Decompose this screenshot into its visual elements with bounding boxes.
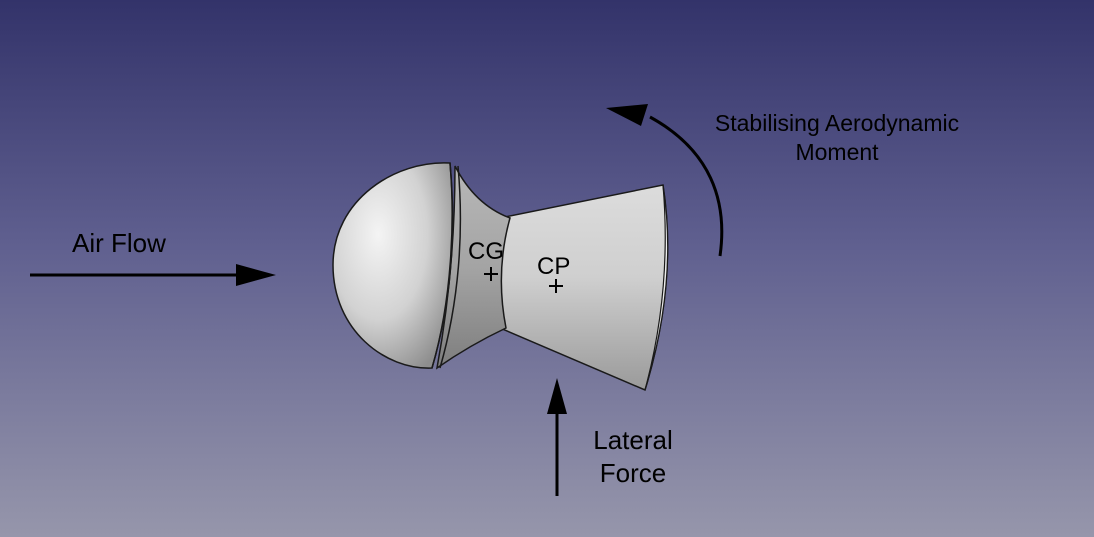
lateral-force-label-line1: Lateral (593, 425, 673, 455)
seam-ring-outer (431, 162, 454, 369)
nozzle-rim (644, 184, 669, 391)
nozzle-cone (499, 184, 669, 392)
air-flow-arrow (30, 264, 276, 286)
moment-arrow (606, 104, 724, 257)
cp-label: CP (537, 253, 571, 280)
moment-label: Stabilising Aerodynamic Moment (700, 109, 974, 167)
lateral-force-label-line2: Force (599, 458, 667, 488)
seam-ring-inner (439, 165, 462, 369)
cg-label: CG (468, 238, 504, 265)
lateral-force-label: Lateral Force (580, 424, 686, 490)
cg-marker (484, 267, 498, 281)
lateral-force-arrow (547, 378, 567, 496)
capsule-sphere (332, 162, 453, 369)
air-flow-label: Air Flow (72, 228, 166, 258)
capsule-body (332, 162, 669, 392)
moment-label-line1: Stabilising Aerodynamic (714, 110, 960, 136)
moment-label-line2: Moment (795, 139, 879, 165)
cp-marker (549, 279, 563, 293)
